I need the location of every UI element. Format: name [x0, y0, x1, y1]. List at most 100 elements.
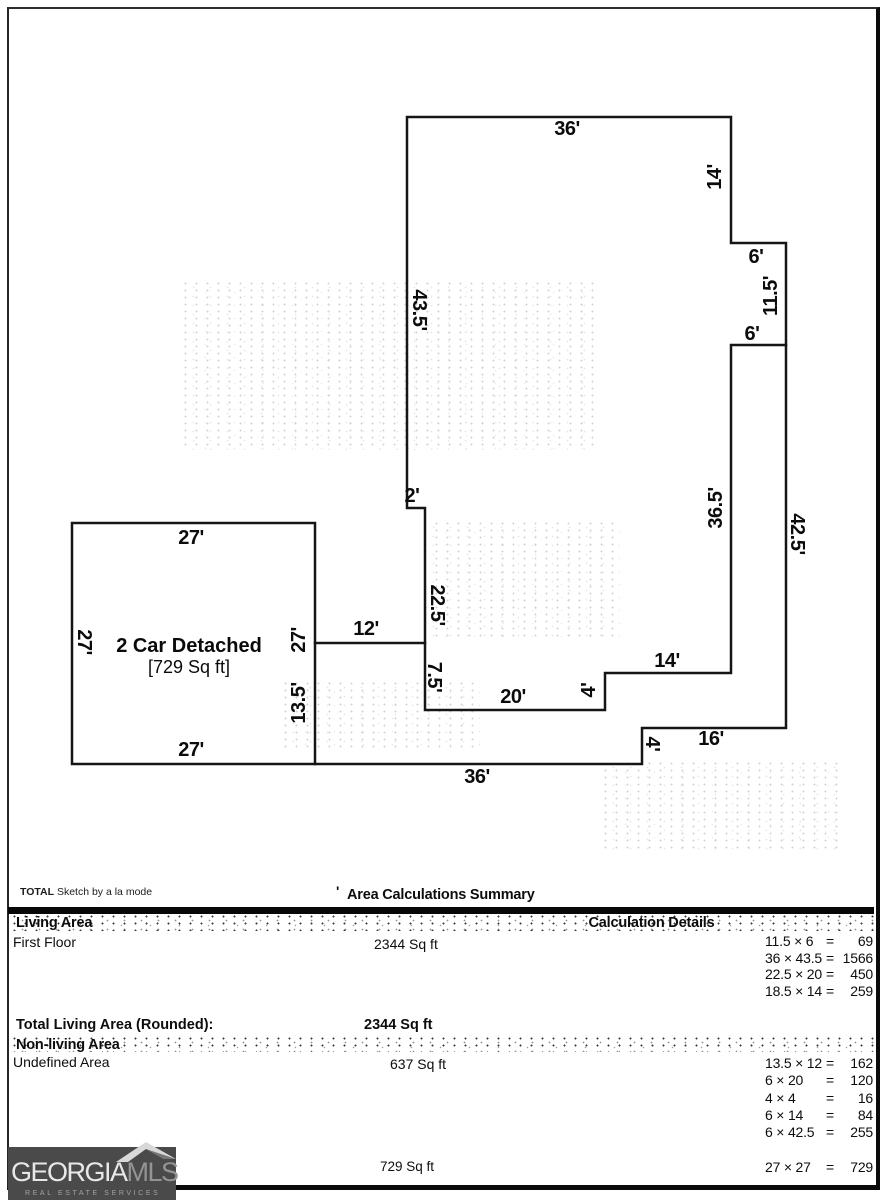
calc-row: 27 × 27 = 729: [765, 1159, 873, 1176]
dim-label: 27': [288, 627, 310, 653]
calc-expression: 6 × 14: [765, 1106, 804, 1123]
calc-row: 13.5 × 12= 162: [765, 1055, 873, 1072]
undefined-area-value: 637 Sq ft: [390, 1056, 447, 1072]
dim-label: 12': [353, 618, 379, 640]
dim-label: 27': [178, 527, 204, 549]
living-area-outline: [405, 115, 788, 712]
dim-label: 22.5': [426, 584, 448, 625]
credit-brand: TOTAL: [20, 886, 55, 898]
calc-row: 6 × 14 = 84: [765, 1107, 873, 1124]
dim-label: 36.5': [705, 487, 727, 528]
brand-wordmark: GEORGIAMLS: [11, 1157, 180, 1188]
calc-result: 729: [850, 1159, 873, 1175]
living-header-band: [9, 913, 874, 931]
non-living-outline: [313, 343, 788, 766]
nonliving-header-band: [9, 1035, 874, 1052]
living-area-header: Living Area: [16, 915, 93, 931]
equals-sign: =: [826, 1106, 834, 1123]
calc-expression: 18.5 × 14: [765, 982, 822, 999]
calc-result: 69: [857, 933, 873, 949]
calc-result: 255: [850, 1124, 873, 1141]
equals-sign: =: [826, 949, 834, 966]
calc-result: 16: [857, 1089, 873, 1106]
equals-sign: =: [826, 1159, 834, 1175]
calc-expression: 6 × 20: [765, 1072, 804, 1089]
calc-expression: 6 × 42.5: [765, 1124, 815, 1141]
equals-sign: =: [826, 1072, 834, 1089]
brand-mls: MLS: [126, 1157, 180, 1187]
calc-expression: 4 × 4: [765, 1089, 796, 1106]
dim-label: 20': [500, 686, 526, 708]
dim-label: 14': [654, 650, 680, 672]
floor-plan-sketch: 36' 14' 6' 11.5' 6' 43.5' 36.5' 42.5' 2'…: [70, 115, 808, 788]
calc-row: 6 × 20 = 120: [765, 1072, 873, 1089]
calc-row: 36 × 43.5= 1566: [765, 950, 873, 967]
dim-label: 11.5': [760, 276, 782, 316]
calc-row: 22.5 × 20= 450: [765, 966, 873, 983]
dim-label: 16': [698, 728, 724, 750]
calc-expression: 27 × 27: [765, 1159, 811, 1175]
dim-label: 27': [178, 739, 204, 761]
living-calc-details: 11.5 × 6=69 36 × 43.5=1566 22.5 × 20=450…: [765, 933, 873, 999]
georgia-mls-logo: GEORGIAMLS REAL ESTATE SERVICES: [8, 1142, 180, 1200]
calc-expression: 22.5 × 20: [765, 966, 822, 983]
first-floor-label: First Floor: [13, 934, 76, 950]
brand-georgia: GEORGIA: [11, 1157, 128, 1187]
first-floor-value: 2344 Sq ft: [374, 936, 438, 952]
scan-noise-patch: [180, 280, 600, 450]
total-living-label: Total Living Area (Rounded):: [16, 1017, 214, 1033]
summary-title: Area Calculations Summary: [347, 887, 535, 903]
garage-room-label: 2 Car Detached: [116, 635, 262, 657]
calc-expression: 13.5 × 12: [765, 1055, 822, 1071]
dim-label: 43.5': [408, 289, 430, 330]
equals-sign: =: [826, 982, 834, 999]
equals-sign: =: [826, 933, 834, 949]
stray-scan-mark: ': [336, 883, 340, 899]
calculation-details-header: Calculation Details: [588, 915, 715, 931]
calc-row: 11.5 × 6 = 69: [765, 933, 873, 950]
garage-calc-details: 27 × 27 = 729: [765, 1159, 873, 1176]
equals-sign: =: [826, 1055, 834, 1071]
scan-noise-patch: [600, 760, 840, 850]
calc-expression: 36 × 43.5: [765, 949, 822, 966]
nonliving-area-header: Non-living Area: [16, 1037, 120, 1053]
calc-row: 18.5 × 14= 259: [765, 983, 873, 1000]
nonliving-calc-details: 13.5 × 12=162 6 × 20=120 4 × 4=16 6 × 14…: [765, 1055, 873, 1141]
calc-result: 162: [850, 1055, 873, 1071]
calc-row: 4 × 4 = 16: [765, 1090, 873, 1107]
credit-text: Sketch by a la mode: [54, 886, 153, 898]
equals-sign: =: [826, 966, 834, 983]
brand-tagline: REAL ESTATE SERVICES: [25, 1190, 161, 1197]
dim-label: 4': [641, 737, 663, 752]
garage-area-label: [729 Sq ft]: [148, 657, 230, 677]
equals-sign: =: [826, 1089, 834, 1106]
undefined-area-label: Undefined Area: [13, 1054, 110, 1070]
calc-result: 1566: [842, 949, 874, 966]
dim-label: 14': [704, 164, 726, 190]
roof-icon: [116, 1142, 176, 1162]
calc-result: 450: [850, 966, 873, 983]
calc-result: 84: [857, 1106, 873, 1123]
dim-label: 36': [464, 766, 490, 788]
garage-outline: [70, 521, 317, 766]
total-living-value: 2344 Sq ft: [364, 1017, 433, 1033]
dim-label: 6': [749, 246, 764, 268]
dim-label: 36': [554, 118, 580, 140]
equals-sign: =: [826, 1124, 834, 1141]
calc-expression: 11.5 × 6: [765, 933, 814, 949]
dim-label: 2': [405, 485, 420, 507]
garage-area-value: 729 Sq ft: [380, 1159, 435, 1174]
dim-label: 13.5': [288, 682, 310, 723]
calc-result: 120: [850, 1072, 873, 1089]
dim-label: 6': [745, 323, 760, 345]
scan-noise-patch: [280, 680, 480, 750]
section-divider-bar: [8, 907, 874, 914]
dim-label: 42.5': [786, 513, 808, 554]
dim-label: 7.5': [423, 662, 445, 693]
calc-result: 259: [850, 982, 873, 999]
sketch-credit: TOTAL Sketch by a la mode: [20, 886, 152, 898]
calc-row: 6 × 42.5 = 255: [765, 1124, 873, 1141]
dim-label: 27': [73, 629, 95, 655]
scan-noise-patch: [420, 520, 620, 640]
